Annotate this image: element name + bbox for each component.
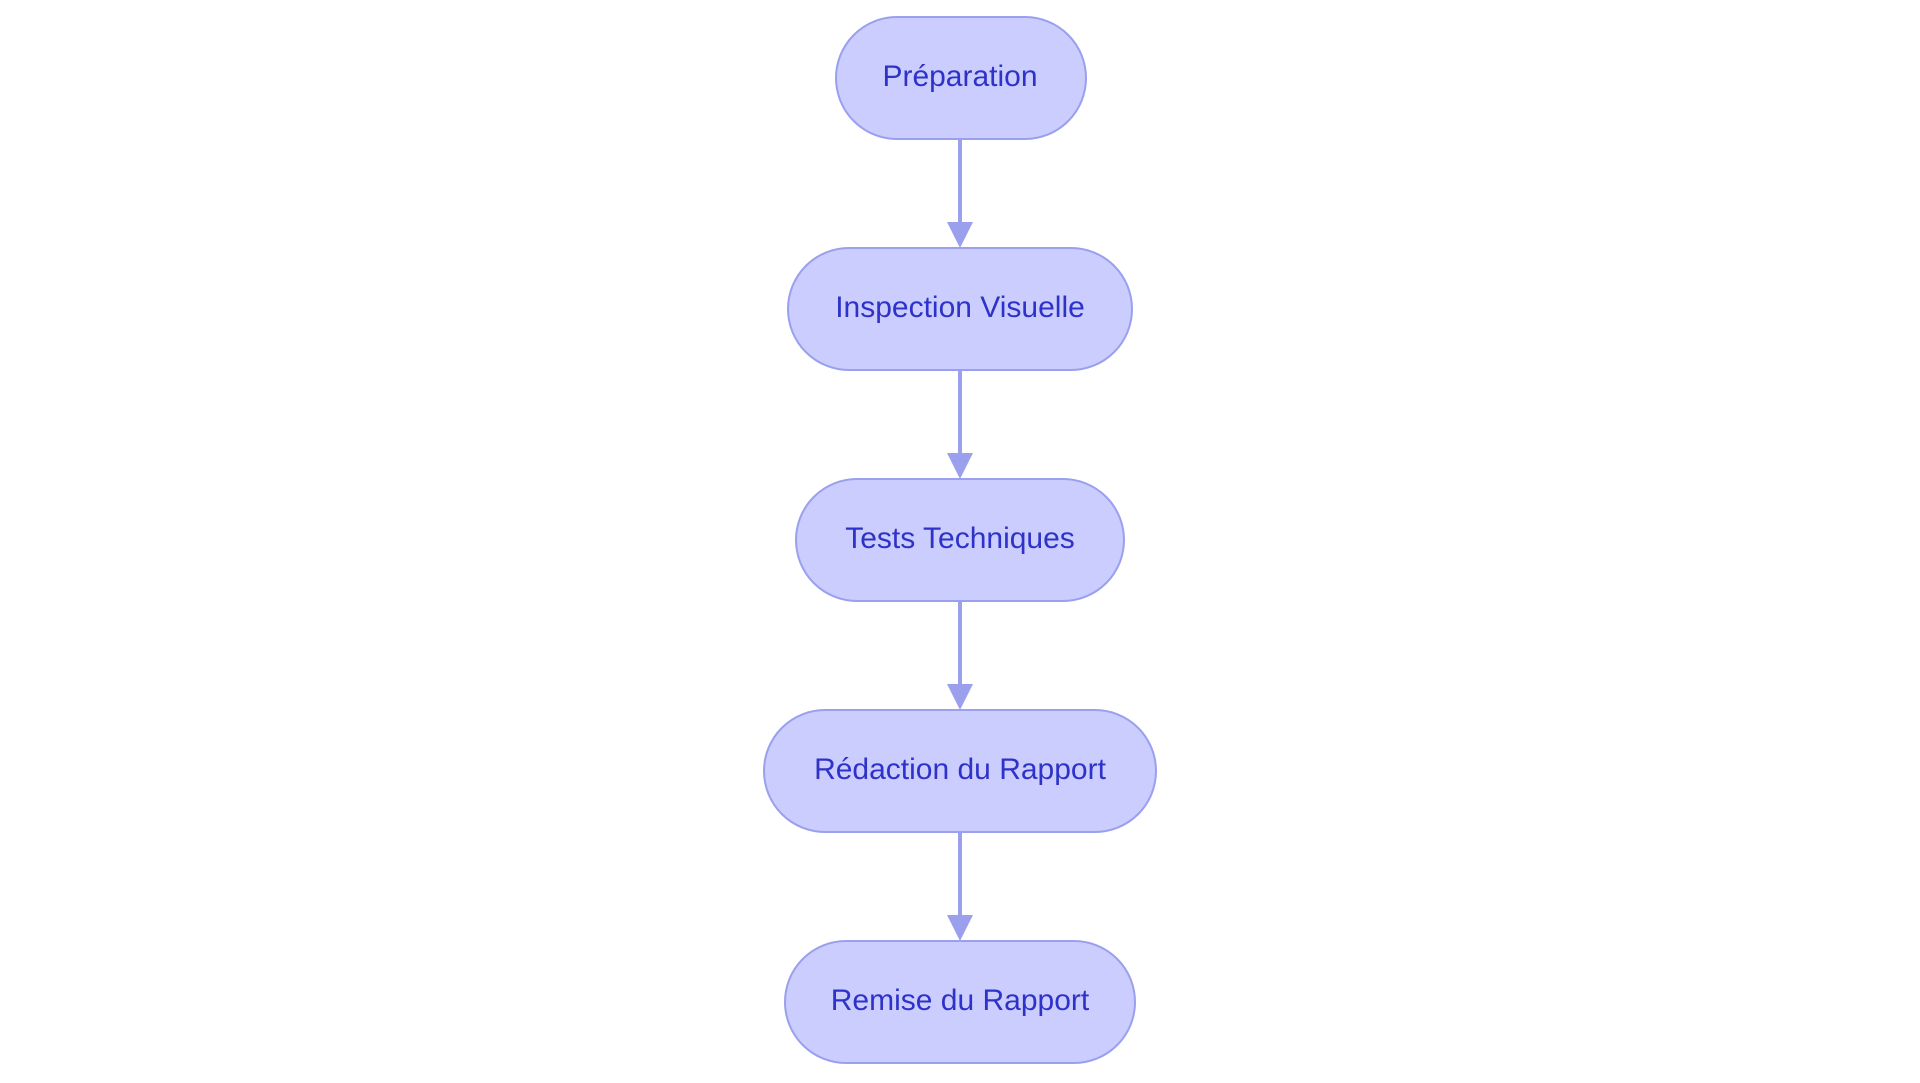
- node-shape: [763, 709, 1157, 833]
- node-redaction-du-rapport[interactable]: Rédaction du Rapport: [763, 709, 1157, 833]
- node-label: Remise du Rapport: [831, 984, 1090, 1017]
- arrowhead-icon: [947, 915, 973, 941]
- node-shape: [795, 478, 1125, 602]
- node-label: Préparation: [882, 60, 1037, 93]
- node-label: Rédaction du Rapport: [814, 753, 1107, 786]
- node-shape: [835, 16, 1087, 140]
- node-shape: [784, 940, 1136, 1064]
- node-label: Inspection Visuelle: [835, 291, 1085, 324]
- arrowhead-icon: [947, 453, 973, 479]
- node-label: Tests Techniques: [845, 522, 1075, 555]
- node-remise-du-rapport[interactable]: Remise du Rapport: [784, 940, 1136, 1064]
- edge-redaction-to-remise: [947, 833, 973, 941]
- edge-inspection-to-tests: [947, 371, 973, 479]
- node-shape: [787, 247, 1133, 371]
- node-preparation[interactable]: Préparation: [835, 16, 1087, 140]
- edge-preparation-to-inspection: [947, 140, 973, 248]
- arrowhead-icon: [947, 222, 973, 248]
- node-inspection-visuelle[interactable]: Inspection Visuelle: [787, 247, 1133, 371]
- edge-tests-to-redaction: [947, 602, 973, 710]
- node-tests-techniques[interactable]: Tests Techniques: [795, 478, 1125, 602]
- arrowhead-icon: [947, 684, 973, 710]
